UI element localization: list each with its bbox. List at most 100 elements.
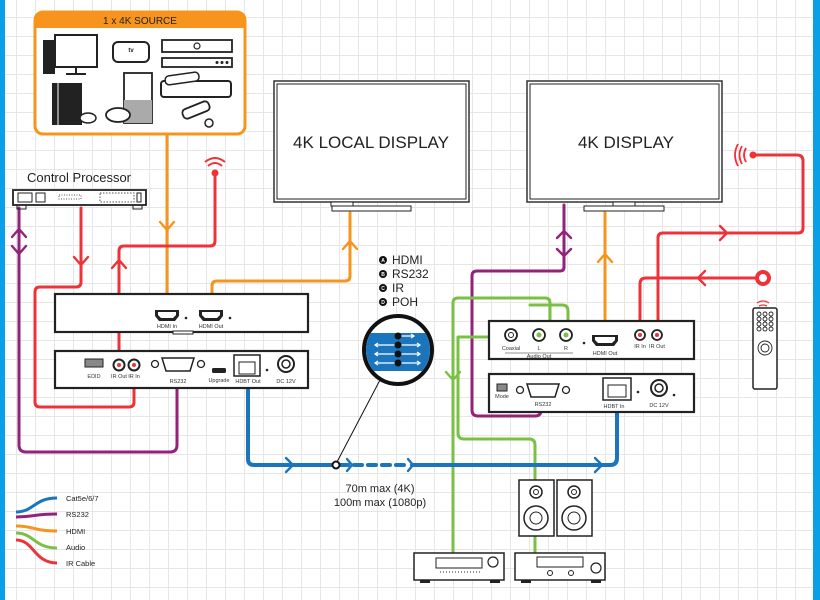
set-top-box-icon — [161, 39, 233, 68]
ir-eye-icon — [755, 270, 771, 286]
remote-control-icon — [752, 300, 778, 390]
control-processor: Control Processor — [12, 170, 147, 210]
tx-ir-in-port: IR In — [127, 358, 141, 380]
svg-text:HDBT Out: HDBT Out — [235, 379, 261, 385]
transmitter-front: HDMI In HDMI Out — [53, 292, 310, 335]
legend-swatch-audio — [15, 531, 58, 550]
svg-text:Mode: Mode — [495, 394, 509, 400]
rs232-cable-display — [470, 203, 566, 418]
svg-text:IR: IR — [392, 281, 404, 295]
ir-arrow-down — [72, 255, 90, 267]
cable-callout-point — [331, 460, 341, 470]
svg-text:C: C — [381, 286, 385, 292]
signal-item-ir: C IR — [379, 281, 404, 295]
rs232-arrow-up-2 — [555, 229, 573, 240]
svg-text:tv: tv — [128, 48, 134, 54]
tx-hdmi-out-label: HDMI Out — [199, 324, 224, 330]
remote-display-bezel — [526, 80, 723, 203]
rs232-cables — [10, 203, 573, 454]
svg-text:IR Out: IR Out — [111, 374, 127, 380]
frame-border-right — [813, 0, 820, 600]
tx-rs232-port: RS232 — [150, 357, 206, 385]
ir-emitter-icon — [204, 157, 226, 177]
rs232-arrow-up — [10, 227, 28, 239]
ir-cable-in — [638, 276, 762, 339]
audio-cables — [444, 296, 570, 555]
tx-hdbt-out-port: HDBT Out — [233, 354, 269, 385]
local-display-bezel — [273, 80, 470, 203]
tx-upgrade-port: Upgrade — [208, 368, 230, 384]
receiver-rear: Mode RS232 HDBT In DC 12V — [487, 372, 696, 414]
rx-audio-out-label: Audio Out — [527, 354, 552, 360]
tx-hdmi-in-label: HDMI In — [157, 324, 177, 330]
cat-arrow-4 — [593, 456, 604, 474]
rx-ir-in-port: IR In — [634, 329, 646, 350]
audio-cable-L — [451, 296, 552, 555]
legend-label-cat: Cat5e/6/7 — [66, 494, 99, 503]
apple-tv-icon: tv — [112, 41, 150, 63]
pc-icon — [43, 34, 98, 75]
legend-swatch-hdmi — [15, 524, 58, 533]
rs232-arrow-down-2 — [555, 247, 573, 258]
legend-swatch-rs232 — [15, 512, 58, 519]
svg-text:HDMI: HDMI — [392, 253, 423, 267]
ir-cables — [33, 153, 805, 409]
svg-text:HDBT In: HDBT In — [604, 404, 625, 410]
rx-mode-switch: Mode — [495, 383, 509, 400]
ir-arrow-up — [110, 258, 128, 270]
svg-text:DC 12V: DC 12V — [276, 379, 296, 385]
svg-text:RS232: RS232 — [535, 402, 552, 408]
legend-label-rs232: RS232 — [66, 510, 89, 519]
ir-arrow-right — [718, 224, 729, 242]
legend-label-hdmi: HDMI — [66, 527, 85, 536]
svg-text:IR In: IR In — [128, 374, 140, 380]
ir-receiver-icon — [734, 143, 757, 167]
hdmi-arrow-source — [158, 220, 176, 232]
distance-label: 70m max (4K) 100m max (1080p) — [334, 483, 426, 509]
svg-text:RS232: RS232 — [392, 267, 429, 281]
rx-hdbt-in-port: HDBT In — [602, 377, 640, 410]
local-display-label: 4K LOCAL DISPLAY — [293, 133, 449, 152]
rx-hdmi-out-port: HDMI Out — [592, 335, 618, 357]
speakers-icon — [518, 479, 593, 537]
source-box: 1 x 4K SOURCE tv — [33, 10, 247, 136]
ir-cable-emitter — [117, 173, 217, 370]
signal-item-hdmi: A HDMI — [379, 253, 423, 267]
legend-swatch-ir — [15, 538, 58, 565]
audio-cable-coax — [456, 335, 537, 555]
rx-ir-out-port: IR Out — [649, 329, 665, 350]
frame-border-left — [0, 0, 5, 600]
cat-cable-tx — [246, 358, 336, 467]
control-processor-ports — [17, 192, 142, 203]
hdmi-arrow-remote — [596, 252, 614, 264]
receiver-front: Coaxial L R Audio Out HDMI Out IR In — [487, 319, 696, 361]
callout-line — [336, 379, 381, 463]
game-console-icon — [52, 83, 97, 125]
cat-arrow-3 — [406, 457, 415, 473]
ir-cable-controller — [33, 206, 136, 409]
xbox-icon — [105, 72, 153, 124]
cctv-camera-icon — [181, 100, 214, 128]
rx-audio-r-port: R — [559, 328, 573, 352]
source-box-header — [35, 12, 245, 28]
rs232-arrow-down — [10, 244, 28, 256]
signal-item-rs232: B RS232 — [379, 267, 429, 281]
cable-cross-section — [362, 314, 434, 386]
signal-item-poh: D POH — [379, 295, 418, 309]
cat-cable — [246, 358, 619, 474]
svg-text:Upgrade: Upgrade — [208, 378, 229, 384]
audio-cable-R — [528, 303, 570, 339]
distance-4k: 70m max (4K) — [345, 483, 414, 495]
hdmi-arrow-local — [341, 239, 359, 251]
hdmi-cable-local — [210, 211, 352, 320]
svg-text:L: L — [537, 346, 540, 352]
signal-legend: A HDMI B RS232 C IR D POH — [379, 253, 429, 309]
remote-display-label: 4K DISPLAY — [578, 133, 674, 152]
control-processor-body — [12, 189, 147, 206]
legend-label-audio: Audio — [66, 543, 85, 552]
tx-hdmi-out-port: HDMI Out — [199, 310, 232, 330]
tx-ir-out-port: IR Out — [111, 358, 127, 380]
amplifier-icon — [514, 552, 606, 583]
svg-text:A: A — [381, 258, 385, 264]
